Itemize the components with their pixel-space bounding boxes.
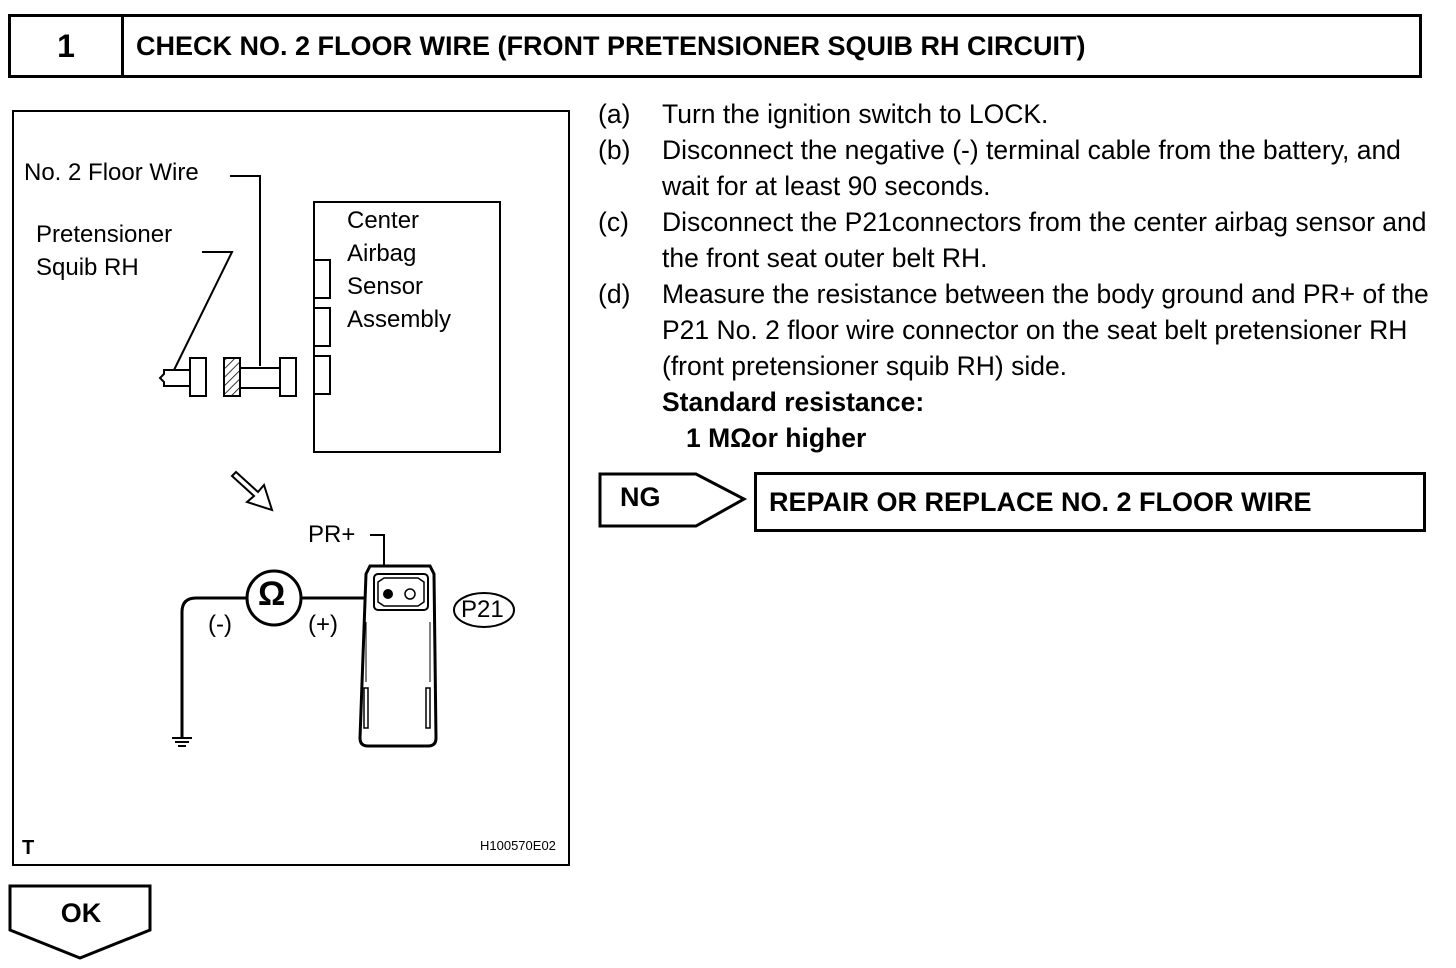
p21-badge: [453, 592, 515, 628]
step-a: (a) Turn the ignition switch to LOCK.: [598, 96, 1438, 132]
procedure-steps: (a) Turn the ignition switch to LOCK. (b…: [598, 96, 1438, 456]
step-label: (a): [598, 99, 631, 129]
sensor-label-airbag: Airbag: [347, 240, 417, 267]
ng-action-box: REPAIR OR REPLACE NO. 2 FLOOR WIRE: [754, 472, 1426, 532]
step-text: Disconnect the negative (-) terminal cab…: [662, 135, 1401, 201]
floor-wire-leader: [230, 175, 261, 366]
pretensioner-leader: [173, 251, 234, 371]
ng-label: NG: [620, 482, 661, 512]
wiring-diagram: No. 2 Floor Wire Pretensioner Squib RH C…: [12, 110, 570, 866]
pr-plus-terminal: [383, 589, 393, 599]
floor-wire-label: No. 2 Floor Wire: [24, 159, 199, 186]
ok-arrow-icon: [8, 884, 152, 960]
step-b: (b) Disconnect the negative (-) terminal…: [598, 132, 1438, 204]
sensor-label-center: Center: [347, 207, 420, 234]
minus-label: (-): [208, 611, 232, 638]
ng-result-tag: NG: [598, 472, 748, 528]
step-text: Measure the resistance between the body …: [662, 279, 1429, 381]
step-text: Turn the ignition switch to LOCK.: [662, 99, 1049, 129]
figure-code: H100570E02: [480, 838, 556, 853]
step-d: (d) Measure the resistance between the b…: [598, 276, 1438, 384]
hatched-connector: [223, 357, 241, 397]
pretensioner-connector: [189, 357, 207, 397]
ohm-symbol: Ω: [258, 575, 286, 613]
standard-value: 1 MΩor higher: [686, 423, 867, 453]
ok-result-tag: OK: [8, 884, 154, 962]
floor-wire-connector: [279, 357, 297, 397]
sensor-label-sensor: Sensor: [347, 273, 424, 300]
corner-label: T: [22, 837, 35, 859]
ng-arrow-icon: [598, 472, 748, 528]
plus-label: (+): [308, 611, 338, 638]
step-label: (b): [598, 135, 631, 165]
step-label: (c): [598, 207, 629, 237]
center-airbag-sensor-box: [313, 201, 501, 453]
floor-wire-body: [239, 367, 281, 389]
step-text: Disconnect the P21connectors from the ce…: [662, 207, 1427, 273]
step-c: (c) Disconnect the P21connectors from th…: [598, 204, 1438, 276]
diagram-drawing: [158, 175, 515, 748]
p21-terminal-block: [373, 573, 429, 611]
sensor-port-2: [313, 307, 331, 347]
step-label: (d): [598, 279, 631, 309]
p21-label: P21: [461, 596, 504, 623]
sensor-label-assembly: Assembly: [347, 306, 452, 333]
squib-label: Squib RH: [36, 254, 139, 281]
ohmmeter-icon: [245, 569, 303, 627]
ground-lead: [180, 596, 246, 738]
step-title: CHECK NO. 2 FLOOR WIRE (FRONT PRETENSION…: [136, 30, 1086, 61]
view-arrow-icon: [230, 470, 274, 512]
pretensioner-plug: [158, 369, 190, 387]
standard-heading: Standard resistance:: [662, 387, 925, 417]
sensor-port-1: [313, 259, 331, 299]
pr-plus-label: PR+: [308, 521, 356, 548]
sensor-port-3: [313, 355, 331, 395]
ok-label: OK: [60, 898, 102, 928]
step-header: 1 CHECK NO. 2 FLOOR WIRE (FRONT PRETENSI…: [8, 14, 1422, 78]
step-number: 1: [11, 17, 124, 75]
pretensioner-label: Pretensioner: [36, 221, 173, 248]
